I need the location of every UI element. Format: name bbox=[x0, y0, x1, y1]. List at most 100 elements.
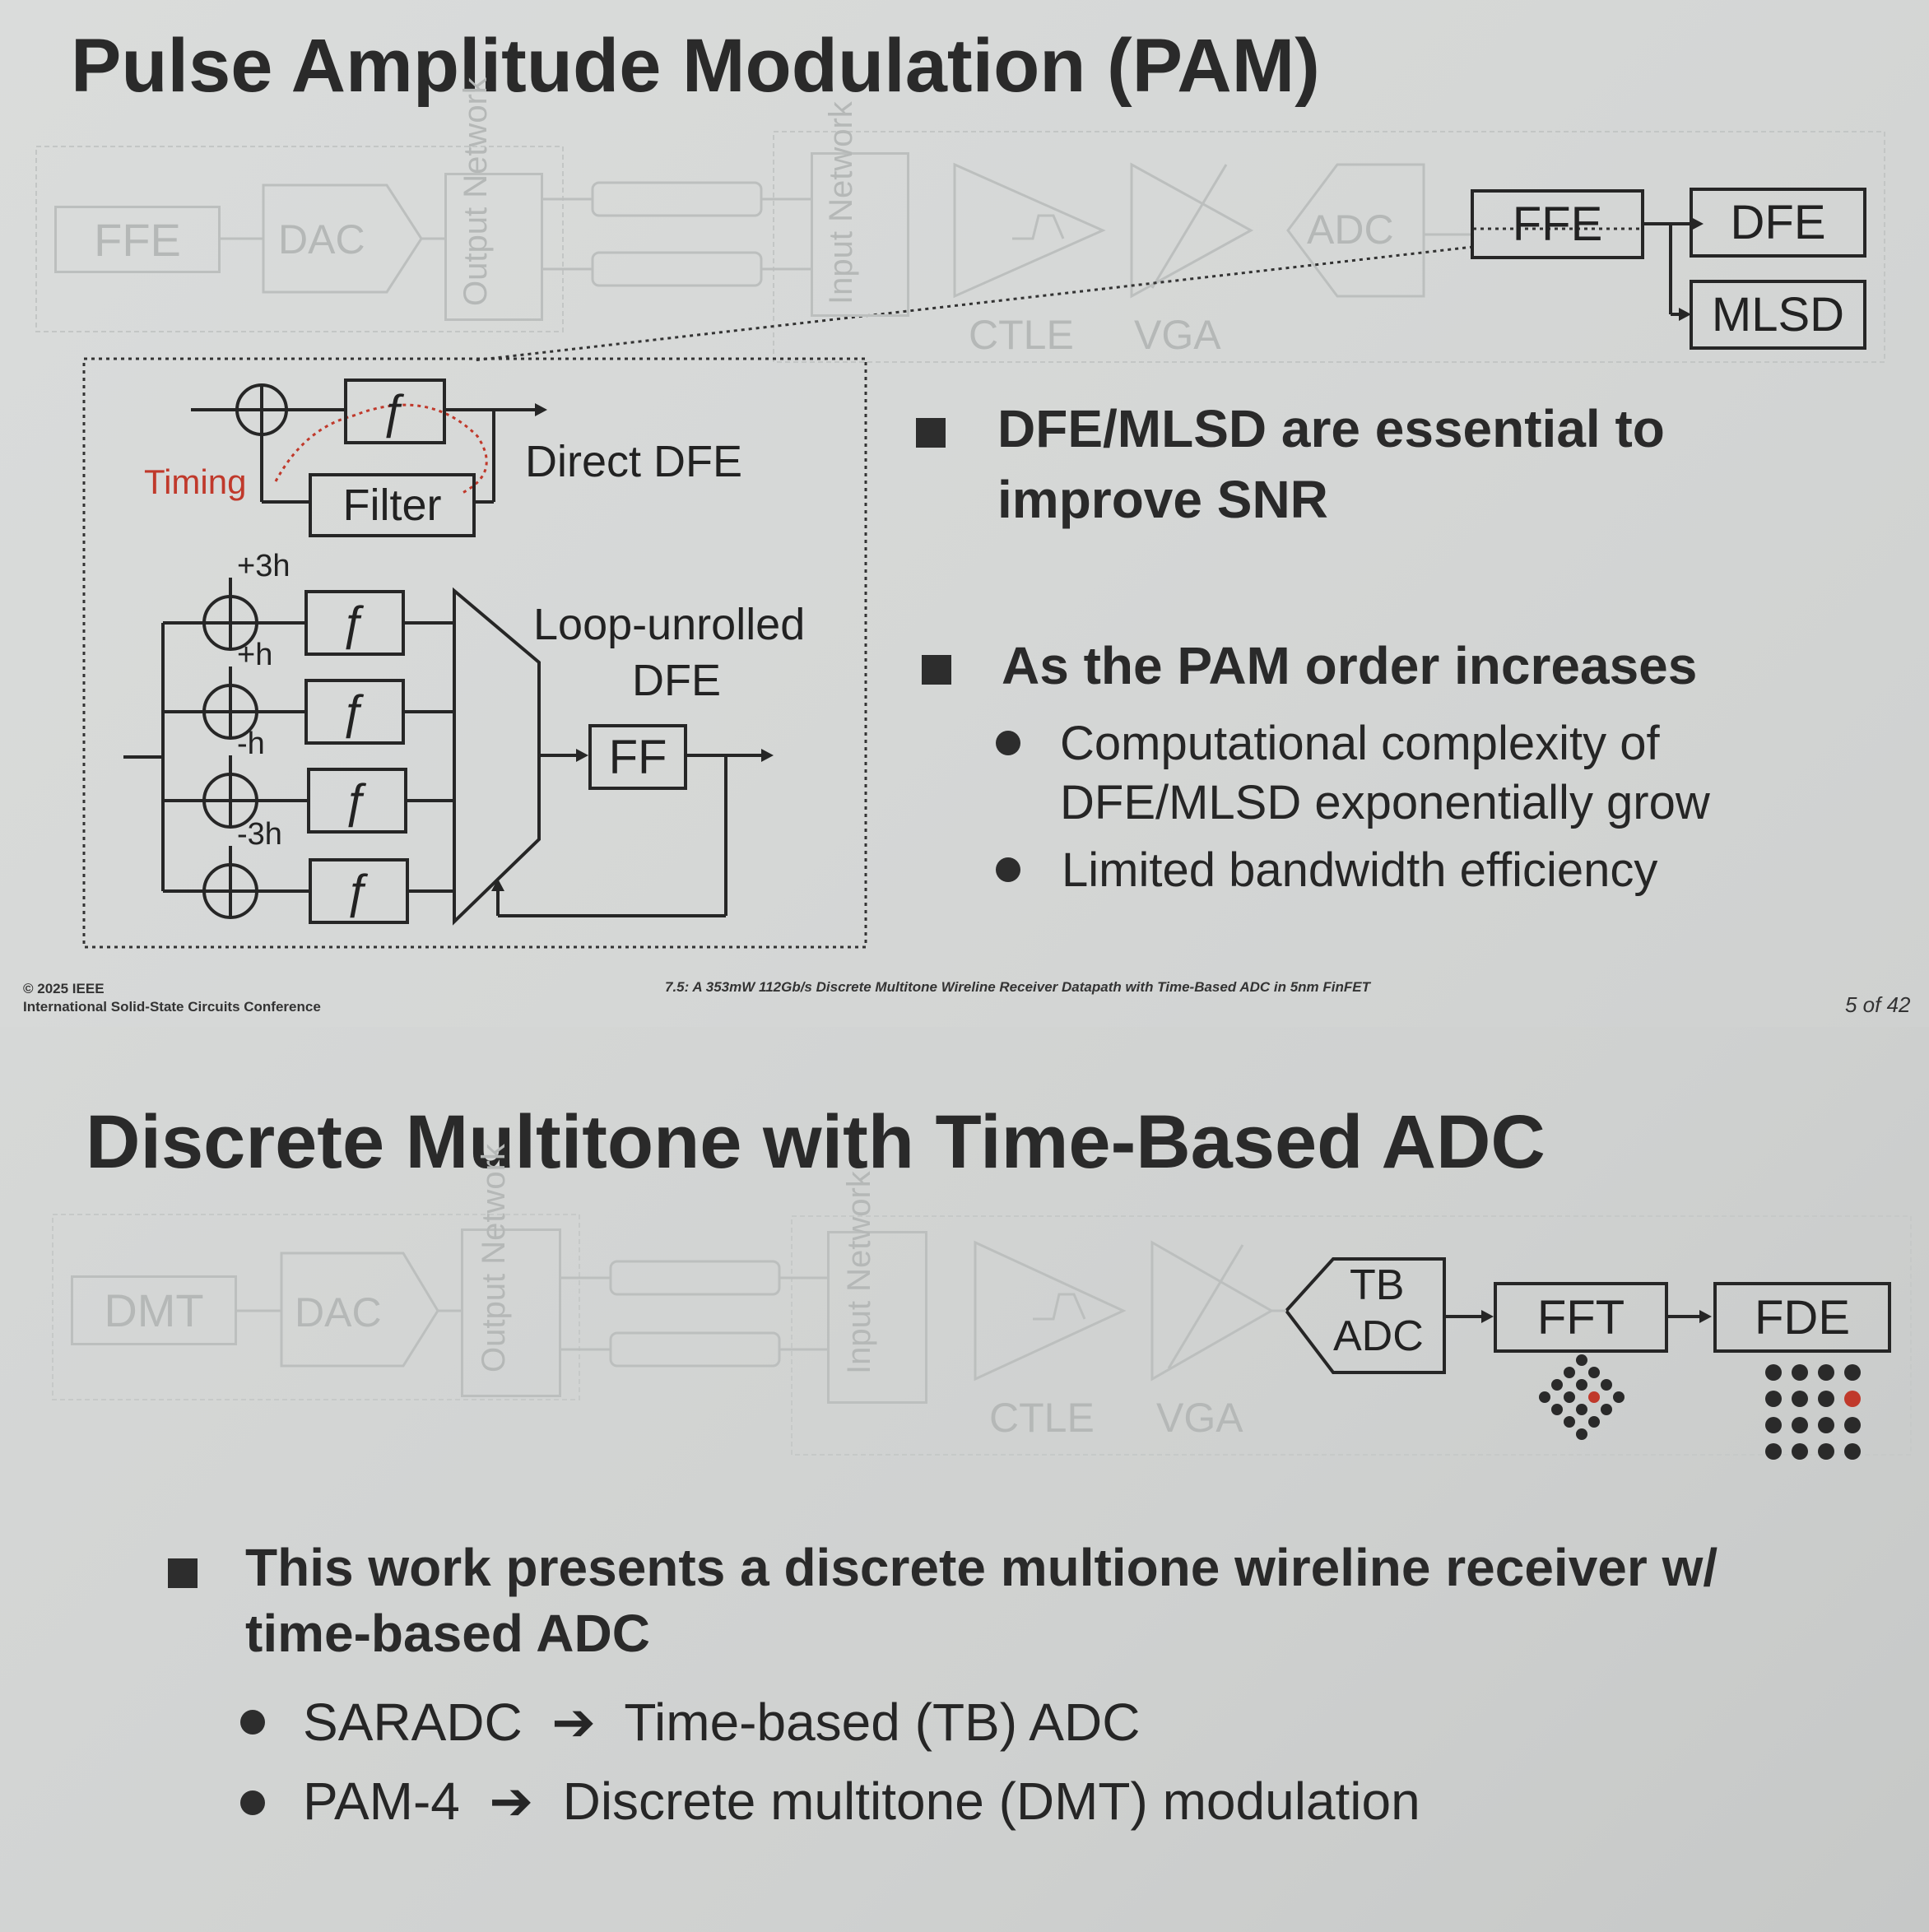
bullet-dot bbox=[240, 1790, 265, 1815]
input-network-label: Input Network bbox=[841, 1171, 877, 1374]
slide-title: Discrete Multitone with Time-Based ADC bbox=[86, 1100, 1546, 1184]
fde-block: FDE bbox=[1713, 1282, 1891, 1353]
bullet-square bbox=[922, 655, 951, 685]
constellation-dot bbox=[1576, 1404, 1587, 1415]
output-network-block bbox=[444, 173, 543, 321]
arrow-right-icon: ➔ bbox=[474, 1772, 548, 1831]
slicer-block: ƒ bbox=[304, 590, 405, 656]
vga-label: VGA bbox=[1156, 1395, 1243, 1441]
constellation-dot bbox=[1551, 1379, 1563, 1391]
ctle-label: CTLE bbox=[989, 1395, 1095, 1441]
bullet-1-line-2: time-based ADC bbox=[245, 1604, 650, 1663]
constellation-dot bbox=[1601, 1379, 1612, 1391]
timing-label: Timing bbox=[144, 462, 247, 501]
arrow-right-icon: ➔ bbox=[537, 1693, 611, 1752]
constellation-dot bbox=[1588, 1391, 1600, 1403]
sub-bullet-1-right: Time-based (TB) ADC bbox=[624, 1693, 1141, 1752]
sub-bullet-2: Limited bandwidth efficiency bbox=[1062, 843, 1658, 897]
constellation-dot bbox=[1818, 1417, 1834, 1433]
fde-constellation-icon bbox=[1765, 1364, 1861, 1460]
constellation-dot bbox=[1765, 1443, 1782, 1460]
constellation-dot bbox=[1576, 1379, 1587, 1391]
sub-bullet-1-line-2: DFE/MLSD exponentially grow bbox=[1060, 776, 1710, 829]
constellation-dot bbox=[1765, 1391, 1782, 1407]
ff-block: FF bbox=[588, 724, 687, 790]
constellation-dot bbox=[1818, 1364, 1834, 1381]
constellation-dot bbox=[1792, 1443, 1808, 1460]
tx-dac-label: DAC bbox=[278, 216, 365, 262]
tx-ffe-block: FFE bbox=[54, 206, 221, 273]
constellation-dot bbox=[1601, 1404, 1612, 1415]
slicer-block: ƒ bbox=[307, 768, 407, 834]
output-network-block bbox=[461, 1228, 561, 1397]
constellation-dot bbox=[1613, 1391, 1625, 1403]
loop-unrolled-label-2: DFE bbox=[632, 656, 721, 705]
footer-conference: International Solid-State Circuits Confe… bbox=[23, 999, 321, 1015]
output-network-label: Output Network bbox=[476, 1144, 512, 1372]
constellation-dot bbox=[1818, 1391, 1834, 1407]
constellation-dot bbox=[1765, 1417, 1782, 1433]
rx-ffe-block: FFE bbox=[1471, 189, 1644, 259]
footer-copyright: © 2025 IEEE bbox=[23, 981, 105, 996]
constellation-dot bbox=[1551, 1404, 1563, 1415]
sub-bullet-1: SARADC ➔ Time-based (TB) ADC bbox=[303, 1692, 1140, 1753]
fft-constellation-icon bbox=[1539, 1354, 1625, 1440]
constellation-dot bbox=[1844, 1443, 1861, 1460]
bullet-square bbox=[168, 1558, 198, 1588]
constellation-dot bbox=[1818, 1443, 1834, 1460]
input-network-label: Input Network bbox=[823, 101, 859, 304]
input-network-block bbox=[827, 1231, 927, 1404]
slide-dmt: Discrete Multitone with Time-Based ADC D… bbox=[0, 1027, 1929, 1932]
slicer-block: ƒ bbox=[309, 858, 409, 924]
fft-block: FFT bbox=[1494, 1282, 1668, 1353]
constellation-dot bbox=[1564, 1416, 1575, 1428]
slicer-block: ƒ bbox=[304, 679, 405, 745]
constellation-dot bbox=[1564, 1391, 1575, 1403]
page-number: 5 of 42 bbox=[1845, 992, 1911, 1017]
adc-label: ADC bbox=[1307, 207, 1394, 253]
constellation-dot bbox=[1576, 1428, 1587, 1440]
tap-label: -3h bbox=[237, 817, 282, 852]
tap-label: -h bbox=[237, 727, 265, 761]
constellation-dot bbox=[1792, 1391, 1808, 1407]
constellation-dot bbox=[1792, 1417, 1808, 1433]
constellation-dot bbox=[1588, 1416, 1600, 1428]
tap-label: +h bbox=[237, 638, 273, 672]
constellation-dot bbox=[1792, 1364, 1808, 1381]
ctle-label: CTLE bbox=[969, 312, 1074, 358]
constellation-dot bbox=[1844, 1364, 1861, 1381]
pam-diagram-lines bbox=[35, 131, 1885, 949]
vga-label: VGA bbox=[1134, 312, 1221, 358]
slide-pam: Pulse Amplitude Modulation (PAM) bbox=[0, 0, 1929, 1027]
dac-label: DAC bbox=[295, 1289, 382, 1335]
tb-adc-label-2: ADC bbox=[1333, 1312, 1424, 1360]
sub-bullet-2-left: PAM-4 bbox=[303, 1772, 460, 1831]
filter-block: Filter bbox=[309, 473, 476, 537]
direct-dfe-slicer: ƒ bbox=[344, 379, 446, 444]
constellation-dot bbox=[1588, 1367, 1600, 1378]
dmt-block: DMT bbox=[71, 1275, 237, 1345]
bullet-1-line-2: improve SNR bbox=[997, 470, 1328, 529]
dac-shape bbox=[262, 183, 423, 294]
loop-unrolled-label-1: Loop-unrolled bbox=[533, 600, 806, 649]
sub-bullet-2: PAM-4 ➔ Discrete multitone (DMT) modulat… bbox=[303, 1771, 1420, 1832]
sub-bullet-1-left: SARADC bbox=[303, 1693, 523, 1752]
slide-title: Pulse Amplitude Modulation (PAM) bbox=[71, 24, 1320, 108]
sub-bullet-1-line-1: Computational complexity of bbox=[1060, 717, 1660, 770]
constellation-dot bbox=[1539, 1391, 1550, 1403]
bullet-1-line-1: DFE/MLSD are essential to bbox=[997, 399, 1665, 458]
constellation-dot bbox=[1844, 1417, 1861, 1433]
dmt-diagram-lines bbox=[52, 1214, 1912, 1460]
output-network-label: Output Network bbox=[458, 77, 494, 306]
constellation-dot bbox=[1576, 1354, 1587, 1366]
mlsd-block: MLSD bbox=[1690, 280, 1866, 350]
tb-adc-label-1: TB bbox=[1350, 1261, 1405, 1309]
bullet-1-line-1: This work presents a discrete multione w… bbox=[245, 1538, 1718, 1597]
constellation-dot bbox=[1564, 1367, 1575, 1378]
direct-dfe-label: Direct DFE bbox=[525, 437, 743, 486]
bullet-dot bbox=[996, 731, 1020, 755]
input-network-block bbox=[811, 152, 909, 317]
constellation-dot bbox=[1765, 1364, 1782, 1381]
bullet-square bbox=[916, 418, 946, 448]
footer-paper-title: 7.5: A 353mW 112Gb/s Discrete Multitone … bbox=[665, 979, 1370, 995]
